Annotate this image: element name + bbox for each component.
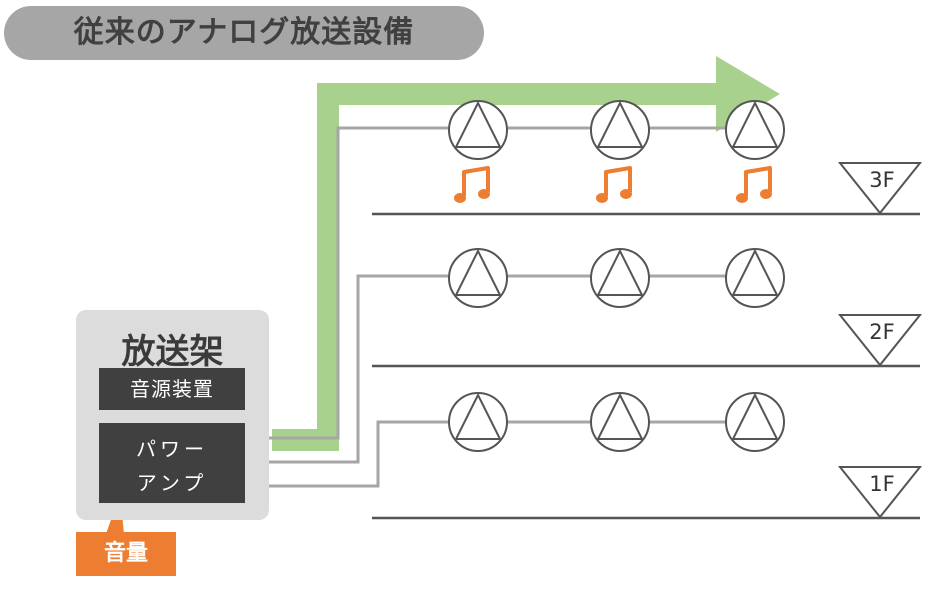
floor-marker-icon — [837, 466, 923, 519]
speaker-icon — [590, 100, 650, 160]
speaker-icon — [448, 248, 508, 308]
signal-arrow-path — [272, 83, 722, 451]
power-amp: パワー アンプ — [99, 423, 245, 503]
floor-marker-icon — [837, 162, 923, 215]
volume-tag: 音量 — [76, 532, 176, 576]
speaker-icon — [448, 100, 508, 160]
music-note-icon — [736, 166, 772, 203]
music-note-icon — [596, 166, 632, 203]
wire-2f — [245, 274, 760, 464]
floor-label-1f: 1F — [869, 472, 895, 496]
speaker-icon — [590, 248, 650, 308]
power-amp-label-line1: パワー — [136, 437, 208, 461]
floor-marker-icon — [837, 314, 923, 367]
speaker-icon — [448, 392, 508, 452]
sound-source-device: 音源装置 — [99, 368, 245, 410]
music-note-icon — [454, 166, 490, 203]
floor-label-3f: 3F — [869, 168, 895, 192]
speaker-icon — [725, 248, 785, 308]
floor-label-2f: 2F — [869, 320, 895, 344]
power-amp-label-line2: アンプ — [136, 471, 208, 495]
page-title: 従来のアナログ放送設備 — [73, 15, 415, 50]
speaker-icon — [725, 392, 785, 452]
wire-1f — [245, 420, 760, 488]
wire-3f — [245, 126, 760, 440]
title-pill: 従来のアナログ放送設備 — [4, 6, 484, 60]
rack-title: 放送架 — [121, 332, 224, 372]
speaker-icon — [725, 100, 785, 160]
speaker-icon — [590, 392, 650, 452]
